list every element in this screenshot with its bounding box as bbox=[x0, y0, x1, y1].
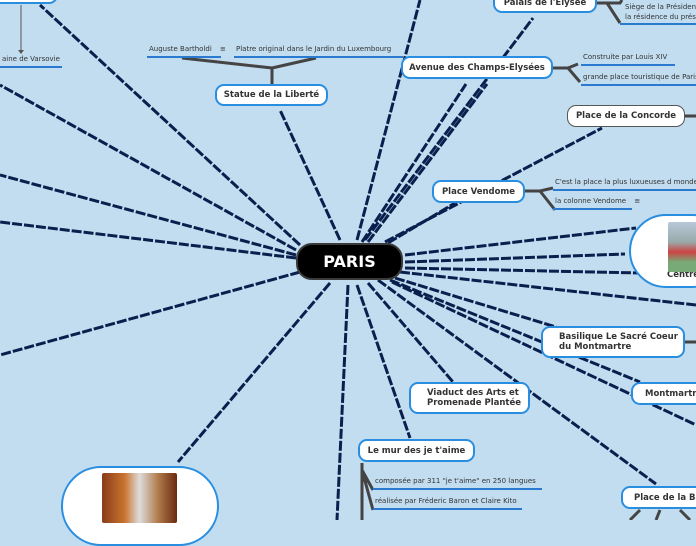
subtopic-text: la colonne Vendome bbox=[555, 197, 627, 205]
subtopic-text: Siège de la Présidence bbox=[625, 3, 696, 11]
subtopic-text: la résidence du président bbox=[625, 13, 696, 21]
pompidou-image bbox=[668, 222, 696, 272]
topic-label: Centre bbox=[667, 270, 696, 280]
subtopic-palais[interactable]: Siège de la Présidence la résidence du pr… bbox=[623, 2, 696, 25]
topic-place-vendome[interactable]: Place Vendome bbox=[432, 180, 525, 203]
notes-icon[interactable]: ≡ bbox=[220, 45, 226, 53]
subtopic-text: Auguste Bartholdi bbox=[149, 45, 212, 53]
topic-place-bastille[interactable]: Place de la Ba bbox=[621, 486, 696, 509]
subtopic-louis-xiv[interactable]: Construite par Louis XIV bbox=[581, 53, 675, 66]
topic-sacre-coeur[interactable]: Basilique Le Sacré Coeur du Montmartre bbox=[541, 326, 685, 358]
topic-viaduct-des-arts[interactable]: Viaduct des Arts et Promenade Plantée bbox=[409, 382, 530, 414]
subtopic-underline bbox=[620, 23, 696, 25]
topic-montmartre[interactable]: Montmartre bbox=[631, 382, 696, 405]
subtopic-realisee[interactable]: réalisée par Fréderic Baron et Claire Ki… bbox=[373, 497, 522, 510]
subtopic-luxueuse[interactable]: C'est la place la plus luxueuses d monde bbox=[553, 178, 696, 191]
subtopic-composee[interactable]: composée par 311 "je t'aime" en 250 lang… bbox=[373, 477, 542, 490]
subtopic-platre[interactable]: Platre original dans le Jardin du Luxemb… bbox=[234, 45, 403, 58]
connector-lines bbox=[0, 0, 696, 520]
subtopic-varsovie[interactable]: aine de Varsovie bbox=[0, 55, 62, 68]
topic-node-top-left[interactable] bbox=[0, 0, 58, 4]
topic-place-concorde[interactable]: Place de la Concorde bbox=[567, 105, 685, 127]
topic-champs-elysees[interactable]: Avenue des Champs-Elysées bbox=[401, 56, 553, 79]
subtopic-bartholdi[interactable]: Auguste Bartholdi ≡ bbox=[147, 45, 226, 58]
subtopic-colonne[interactable]: la colonne Vendome ≡ bbox=[553, 197, 640, 210]
notes-icon[interactable]: ≡ bbox=[634, 197, 641, 205]
central-topic[interactable]: PARIS bbox=[296, 243, 403, 280]
topic-mur-je-taime[interactable]: Le mur des je t'aime bbox=[358, 439, 475, 462]
subtopic-touristique[interactable]: grande place touristique de Paris bbox=[581, 73, 696, 86]
street-image bbox=[102, 473, 177, 523]
topic-statue-liberte[interactable]: Statue de la Liberté bbox=[215, 84, 328, 106]
topic-palais-elysee[interactable]: Palais de l'Elysée bbox=[493, 0, 597, 13]
